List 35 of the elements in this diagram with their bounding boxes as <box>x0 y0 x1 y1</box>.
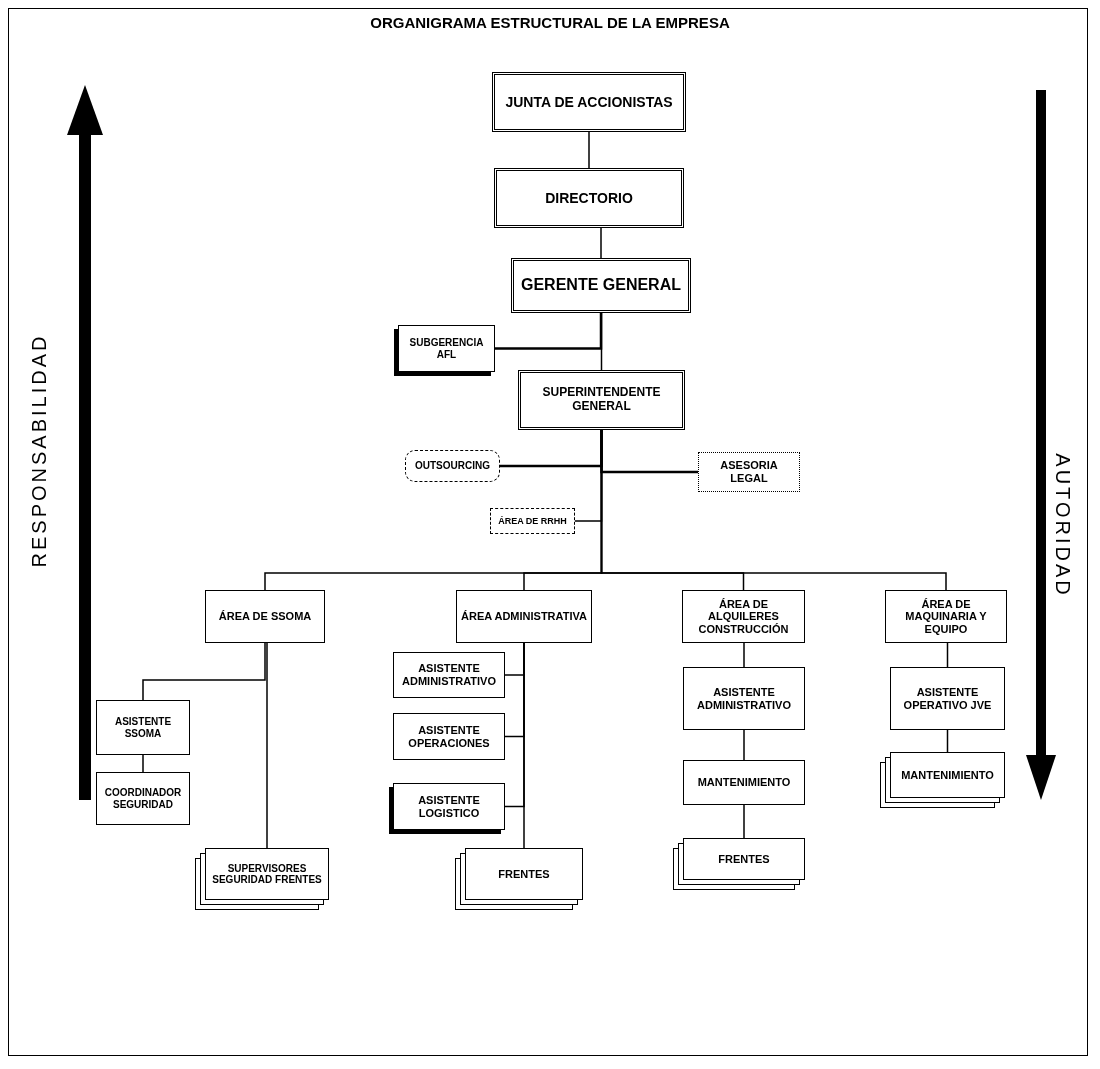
connector-line <box>495 313 603 350</box>
connector-line <box>743 729 745 761</box>
org-box: DIRECTORIO <box>494 168 684 228</box>
connector-line <box>142 642 266 701</box>
org-box: GERENTE GENERAL <box>511 258 691 313</box>
connector-line <box>600 430 698 474</box>
org-box: ASISTENTE ADMINISTRATIVO <box>683 667 805 730</box>
side-label: AUTORIDAD <box>1050 452 1074 598</box>
org-box: ÁREA ADMINISTRATIVA <box>456 590 592 643</box>
connector-line <box>743 804 745 839</box>
org-box: ASESORIA LEGAL <box>698 452 800 492</box>
org-box: ASISTENTE OPERATIVO JVE <box>890 667 1005 730</box>
org-box: ÁREA DE RRHH <box>490 508 575 534</box>
connector-line <box>946 729 949 753</box>
org-box: ASISTENTE ADMINISTRATIVO <box>393 652 505 698</box>
org-box: ÁREA DE SSOMA <box>205 590 325 643</box>
connector-line <box>523 642 525 849</box>
connector-line <box>600 312 603 371</box>
org-box: MANTENIMIENTO <box>683 760 805 805</box>
connector-line <box>588 131 590 169</box>
connector-line <box>142 754 144 773</box>
connector-line <box>600 227 602 259</box>
connector-line <box>743 642 745 668</box>
connector-line <box>266 642 268 849</box>
org-box: ASISTENTE OPERACIONES <box>393 713 505 760</box>
org-box: JUNTA DE ACCIONISTAS <box>492 72 686 132</box>
org-box: ÁREA DE ALQUILERES CONSTRUCCIÓN <box>682 590 805 643</box>
org-box: ÁREA DE MAQUINARIA Y EQUIPO <box>885 590 1007 643</box>
org-box: SUPERINTENDENTE GENERAL <box>518 370 685 430</box>
connector-line <box>946 642 949 668</box>
side-label: RESPONSABILIDAD <box>28 333 52 567</box>
org-box: ASISTENTE SSOMA <box>96 700 190 755</box>
org-box: COORDINADOR SEGURIDAD <box>96 772 190 825</box>
org-box: OUTSOURCING <box>405 450 500 482</box>
chart-title: ORGANIGRAMA ESTRUCTURAL DE LA EMPRESA <box>369 14 731 31</box>
